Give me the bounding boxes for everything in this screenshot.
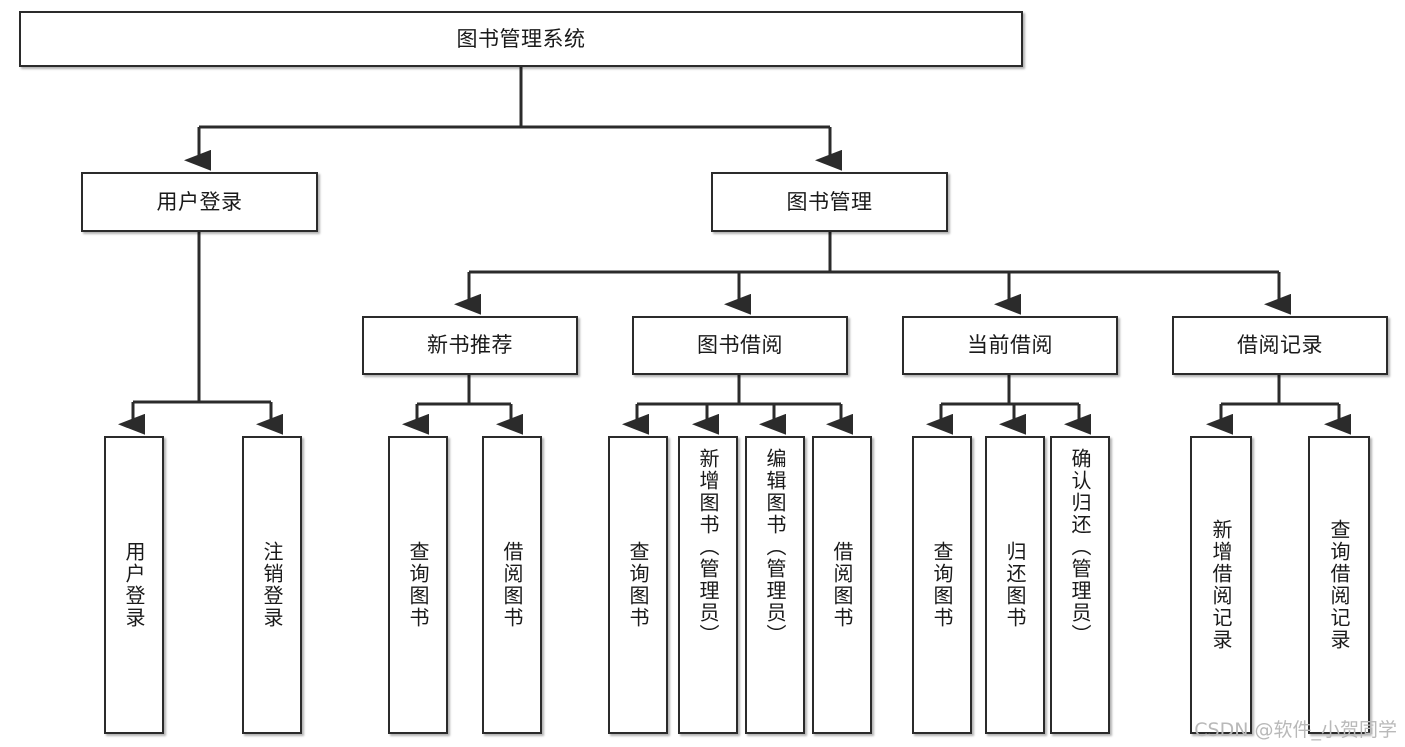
- node-leaf-label: 归还图书: [1003, 541, 1027, 629]
- node-new-book-recommend[interactable]: 新书推荐: [362, 316, 578, 375]
- node-book-management-label: 图书管理: [786, 189, 873, 214]
- node-leaf-label: 借阅图书: [500, 541, 524, 629]
- node-leaf-label: 用户登录: [122, 541, 146, 629]
- node-leaf-label: 借阅图书: [830, 541, 854, 629]
- node-leaf-label: 注销登录: [260, 541, 284, 629]
- node-user-login-label: 用户登录: [156, 189, 243, 214]
- node-leaf-label: 查询借阅记录: [1327, 519, 1351, 651]
- node-leaf-user-login[interactable]: 用户登录: [104, 436, 164, 734]
- node-borrow-record-label: 借阅记录: [1237, 333, 1323, 358]
- node-leaf-label: 查询图书: [626, 541, 650, 629]
- node-user-login[interactable]: 用户登录: [81, 172, 318, 232]
- node-borrow-record[interactable]: 借阅记录: [1172, 316, 1388, 375]
- node-leaf-query-borrow-record[interactable]: 查询借阅记录: [1308, 436, 1370, 734]
- node-book-management[interactable]: 图书管理: [711, 172, 948, 232]
- node-leaf-label: 编辑图书（管理员）: [763, 448, 787, 646]
- node-leaf-return-book[interactable]: 归还图书: [985, 436, 1045, 734]
- node-leaf-borrow-book-newbook[interactable]: 借阅图书: [482, 436, 542, 734]
- node-leaf-edit-book-admin[interactable]: 编辑图书（管理员）: [745, 436, 805, 734]
- csdn-watermark: CSDN @软件_小贺同学: [1194, 719, 1397, 741]
- node-leaf-confirm-return-admin[interactable]: 确认归还（管理员）: [1050, 436, 1110, 734]
- node-book-borrow-label: 图书借阅: [697, 333, 783, 358]
- node-current-borrow[interactable]: 当前借阅: [902, 316, 1118, 375]
- node-leaf-label: 查询图书: [930, 541, 954, 629]
- node-leaf-label: 新增借阅记录: [1209, 519, 1233, 651]
- node-leaf-label: 查询图书: [406, 541, 430, 629]
- node-leaf-label: 确认归还（管理员）: [1068, 448, 1092, 646]
- node-leaf-query-book-current[interactable]: 查询图书: [912, 436, 972, 734]
- node-leaf-borrow-book[interactable]: 借阅图书: [812, 436, 872, 734]
- node-leaf-query-book-borrow[interactable]: 查询图书: [608, 436, 668, 734]
- node-book-borrow[interactable]: 图书借阅: [632, 316, 848, 375]
- node-leaf-label: 新增图书（管理员）: [696, 448, 720, 646]
- node-new-book-recommend-label: 新书推荐: [427, 333, 513, 358]
- node-current-borrow-label: 当前借阅: [967, 333, 1053, 358]
- node-leaf-add-borrow-record[interactable]: 新增借阅记录: [1190, 436, 1252, 734]
- node-root-label: 图书管理系统: [456, 26, 586, 51]
- node-root-system[interactable]: 图书管理系统: [19, 11, 1023, 67]
- node-leaf-query-book-newbook[interactable]: 查询图书: [388, 436, 448, 734]
- node-leaf-logout[interactable]: 注销登录: [242, 436, 302, 734]
- node-leaf-add-book-admin[interactable]: 新增图书（管理员）: [678, 436, 738, 734]
